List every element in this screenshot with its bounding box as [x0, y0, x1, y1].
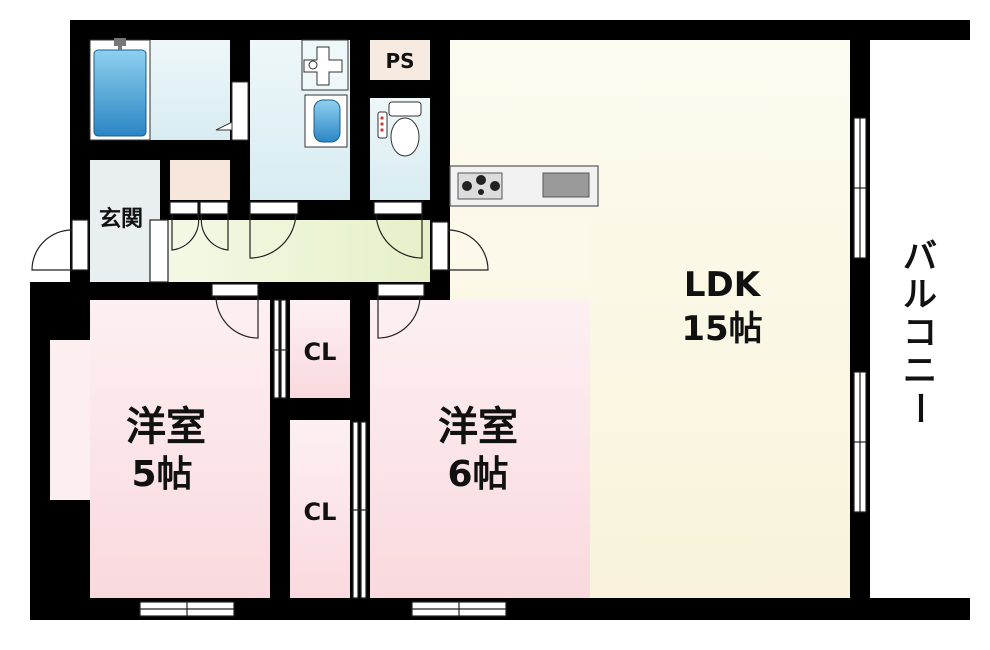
ps-label: PS — [385, 49, 414, 73]
kitchen-counter-icon — [449, 165, 599, 207]
corridor-floor — [160, 220, 430, 282]
balcony-floor — [870, 40, 970, 598]
balcony-char: ー — [899, 391, 939, 425]
washing-machine-pan-icon — [301, 39, 349, 91]
sink-icon — [542, 172, 590, 198]
floors — [50, 40, 850, 598]
closet-bottom-floor — [290, 420, 350, 598]
ps-floor — [370, 40, 430, 80]
closet-top-label: CL — [304, 338, 337, 366]
western-room-5-floor — [90, 300, 270, 598]
windows — [139, 117, 867, 617]
western-room-5-name-label: 洋室 — [126, 404, 206, 450]
ldk-name-label: LDK — [684, 265, 762, 305]
balcony-char: ニ — [903, 351, 937, 391]
ldk-bay — [450, 220, 590, 282]
western-room-6-floor — [370, 300, 590, 598]
doors — [31, 201, 489, 599]
entrance-label: 玄関 — [99, 206, 143, 232]
western-room-6-size-label: 6帖 — [447, 454, 508, 495]
balcony-label: バ ル コ ニ ー — [899, 237, 939, 425]
balcony-char: バ — [903, 237, 937, 277]
toilet-icon — [377, 101, 422, 157]
closet-top-floor — [290, 300, 350, 398]
storage-floor — [170, 160, 230, 200]
western-room-5-alcove — [50, 340, 90, 500]
western-room-5-size-label: 5帖 — [131, 454, 192, 495]
western-room-6-name-label: 洋室 — [438, 404, 518, 450]
washbasin-icon — [304, 94, 348, 148]
bathtub-icon — [89, 38, 249, 141]
balcony-char: ル — [903, 275, 937, 315]
ldk-size-label: 15帖 — [681, 309, 762, 349]
balcony-char: コ — [903, 313, 937, 353]
closet-bottom-label: CL — [304, 498, 337, 526]
entrance-floor — [90, 160, 160, 282]
